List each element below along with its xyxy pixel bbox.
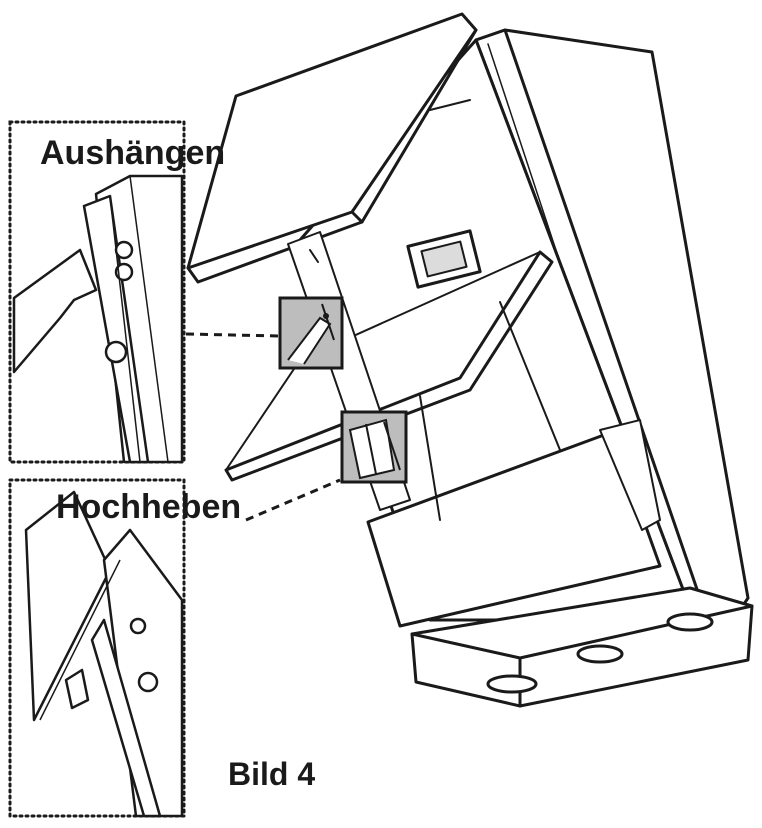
- label-lift: Hochheben: [56, 488, 242, 526]
- drawer-front: [366, 430, 662, 628]
- figure-number: Bild 4: [228, 756, 316, 792]
- unhook-detail-callout: [278, 296, 344, 370]
- label-unhook: Aushängen: [40, 134, 226, 172]
- connector-line-lift: [245, 478, 341, 522]
- shelf-lifted: [224, 250, 554, 482]
- connector-line-unhook: [185, 332, 281, 338]
- base-hole-2: [576, 644, 624, 664]
- cabinet-door: [186, 12, 478, 270]
- base-hole-1: [486, 674, 538, 694]
- lift-detail-callout: [340, 410, 408, 484]
- base-hole-3: [666, 612, 714, 632]
